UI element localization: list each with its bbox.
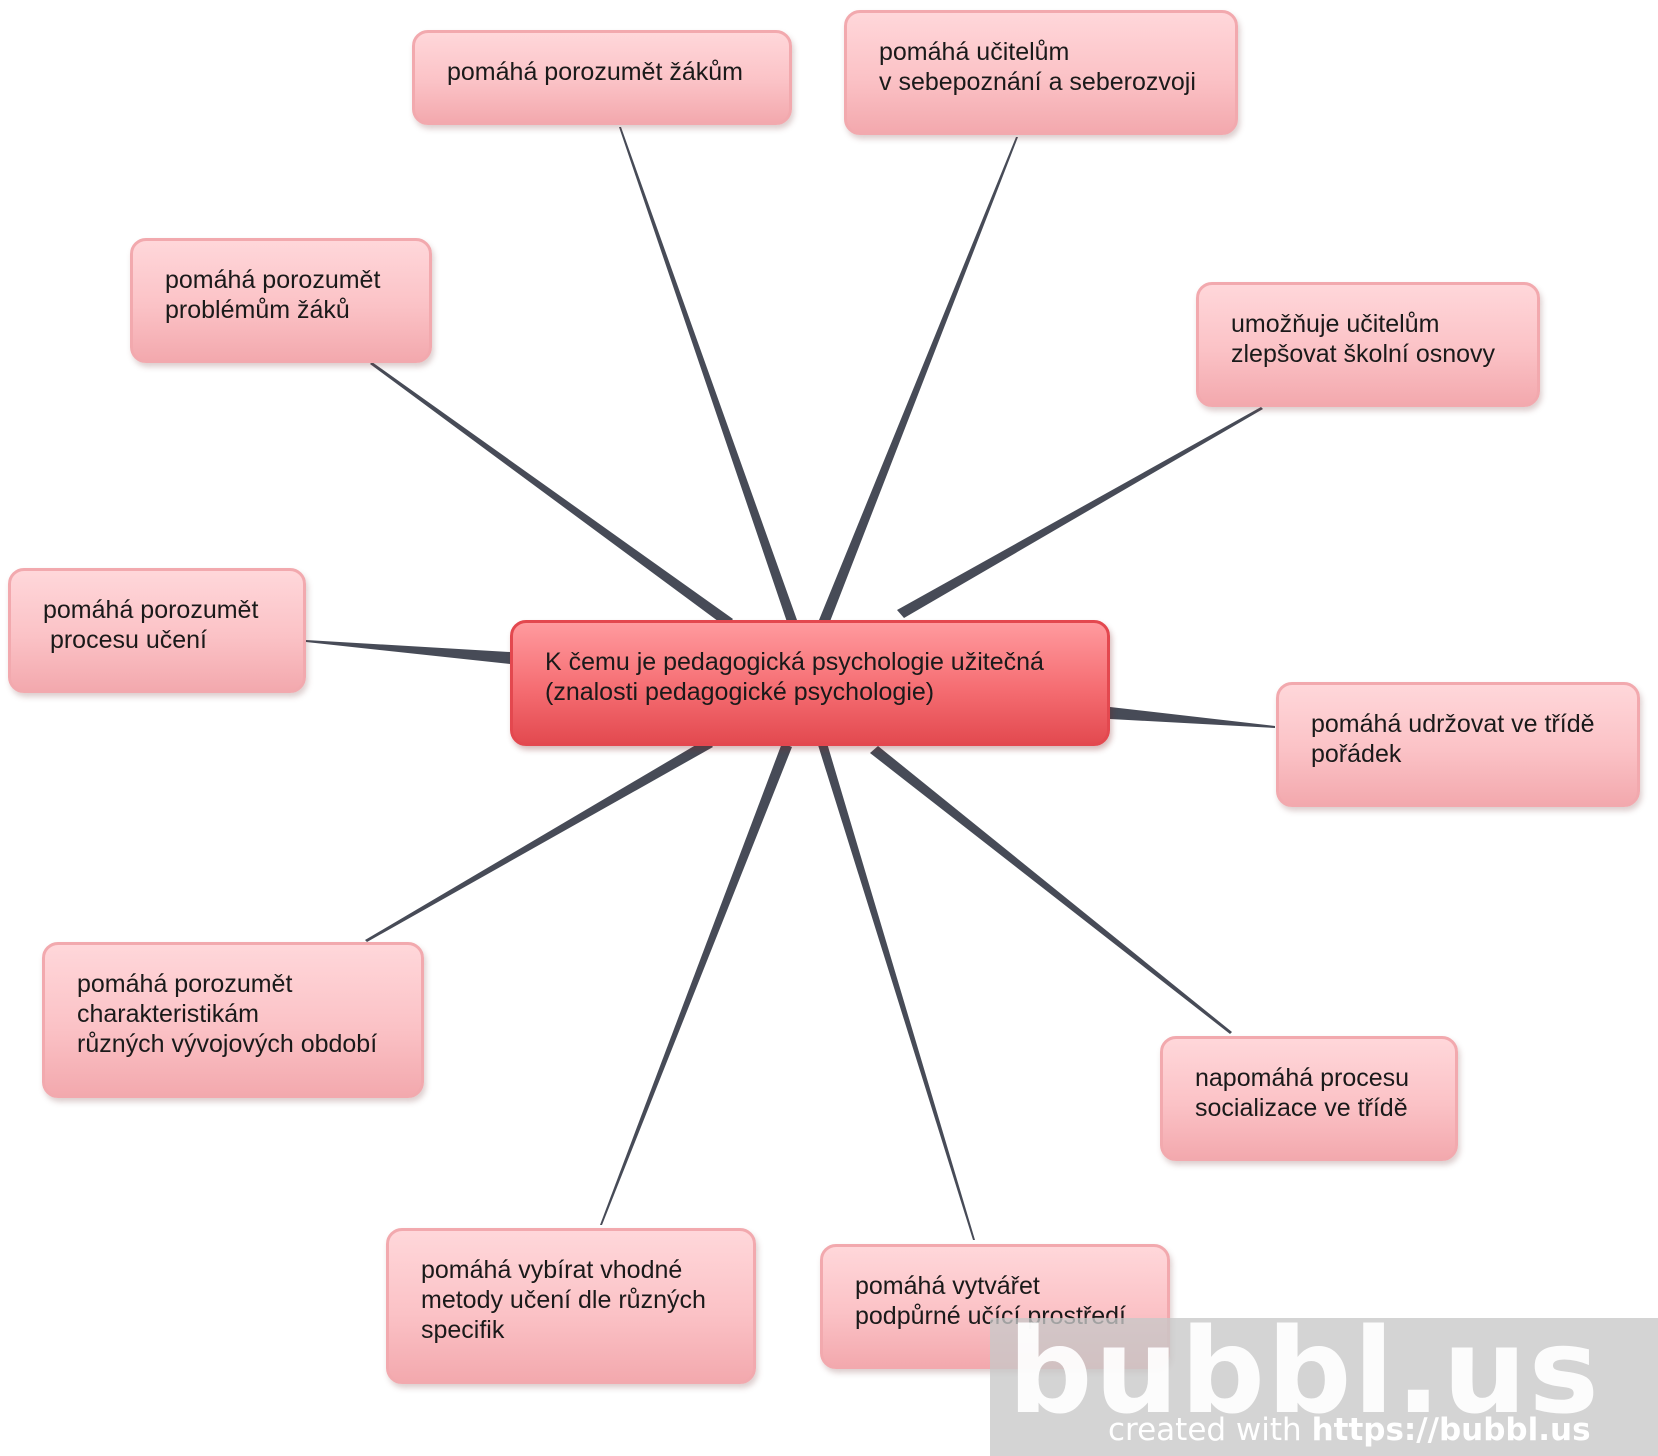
watermark-link[interactable]: https://bubbl.us bbox=[1311, 1412, 1591, 1448]
watermark-prefix: created with bbox=[1108, 1412, 1312, 1448]
watermark: bubbl.us created with https://bubbl.us bbox=[990, 1312, 1658, 1456]
node-procesu-uceni[interactable]: pomáhá porozumět procesu učení bbox=[8, 568, 306, 693]
node-socializace[interactable]: napomáhá procesu socializace ve třídě bbox=[1160, 1036, 1458, 1161]
connector-zakum bbox=[619, 127, 797, 622]
connector-metody bbox=[600, 743, 792, 1225]
connector-problemum bbox=[370, 362, 733, 627]
central-topic[interactable]: K čemu je pedagogická psychologie užiteč… bbox=[510, 620, 1110, 746]
watermark-caption: created with https://bubbl.us bbox=[1108, 1412, 1591, 1448]
node-osnovy[interactable]: umožňuje učitelům zlepšovat školní osnov… bbox=[1196, 282, 1540, 407]
connector-poradek bbox=[1110, 707, 1275, 728]
connector-sebepoznani bbox=[819, 137, 1018, 624]
node-vyvojovych[interactable]: pomáhá porozumět charakteristikám různýc… bbox=[42, 942, 424, 1098]
connector-osnovy bbox=[897, 407, 1263, 618]
connector-prostredi bbox=[818, 743, 975, 1240]
connector-vyvojovych bbox=[365, 739, 713, 942]
node-zakum[interactable]: pomáhá porozumět žákům bbox=[412, 30, 792, 125]
node-poradek[interactable]: pomáhá udržovat ve třídě pořádek bbox=[1276, 682, 1640, 807]
node-sebepoznani[interactable]: pomáhá učitelům v sebepoznání a seberozv… bbox=[844, 10, 1238, 135]
node-metody[interactable]: pomáhá vybírat vhodné metody učení dle r… bbox=[386, 1228, 756, 1384]
connector-socializace bbox=[870, 746, 1232, 1034]
connector-procesu-uceni bbox=[306, 640, 510, 664]
watermark-logo: bubbl.us bbox=[1008, 1302, 1601, 1440]
node-problemum[interactable]: pomáhá porozumět problémům žáků bbox=[130, 238, 432, 363]
